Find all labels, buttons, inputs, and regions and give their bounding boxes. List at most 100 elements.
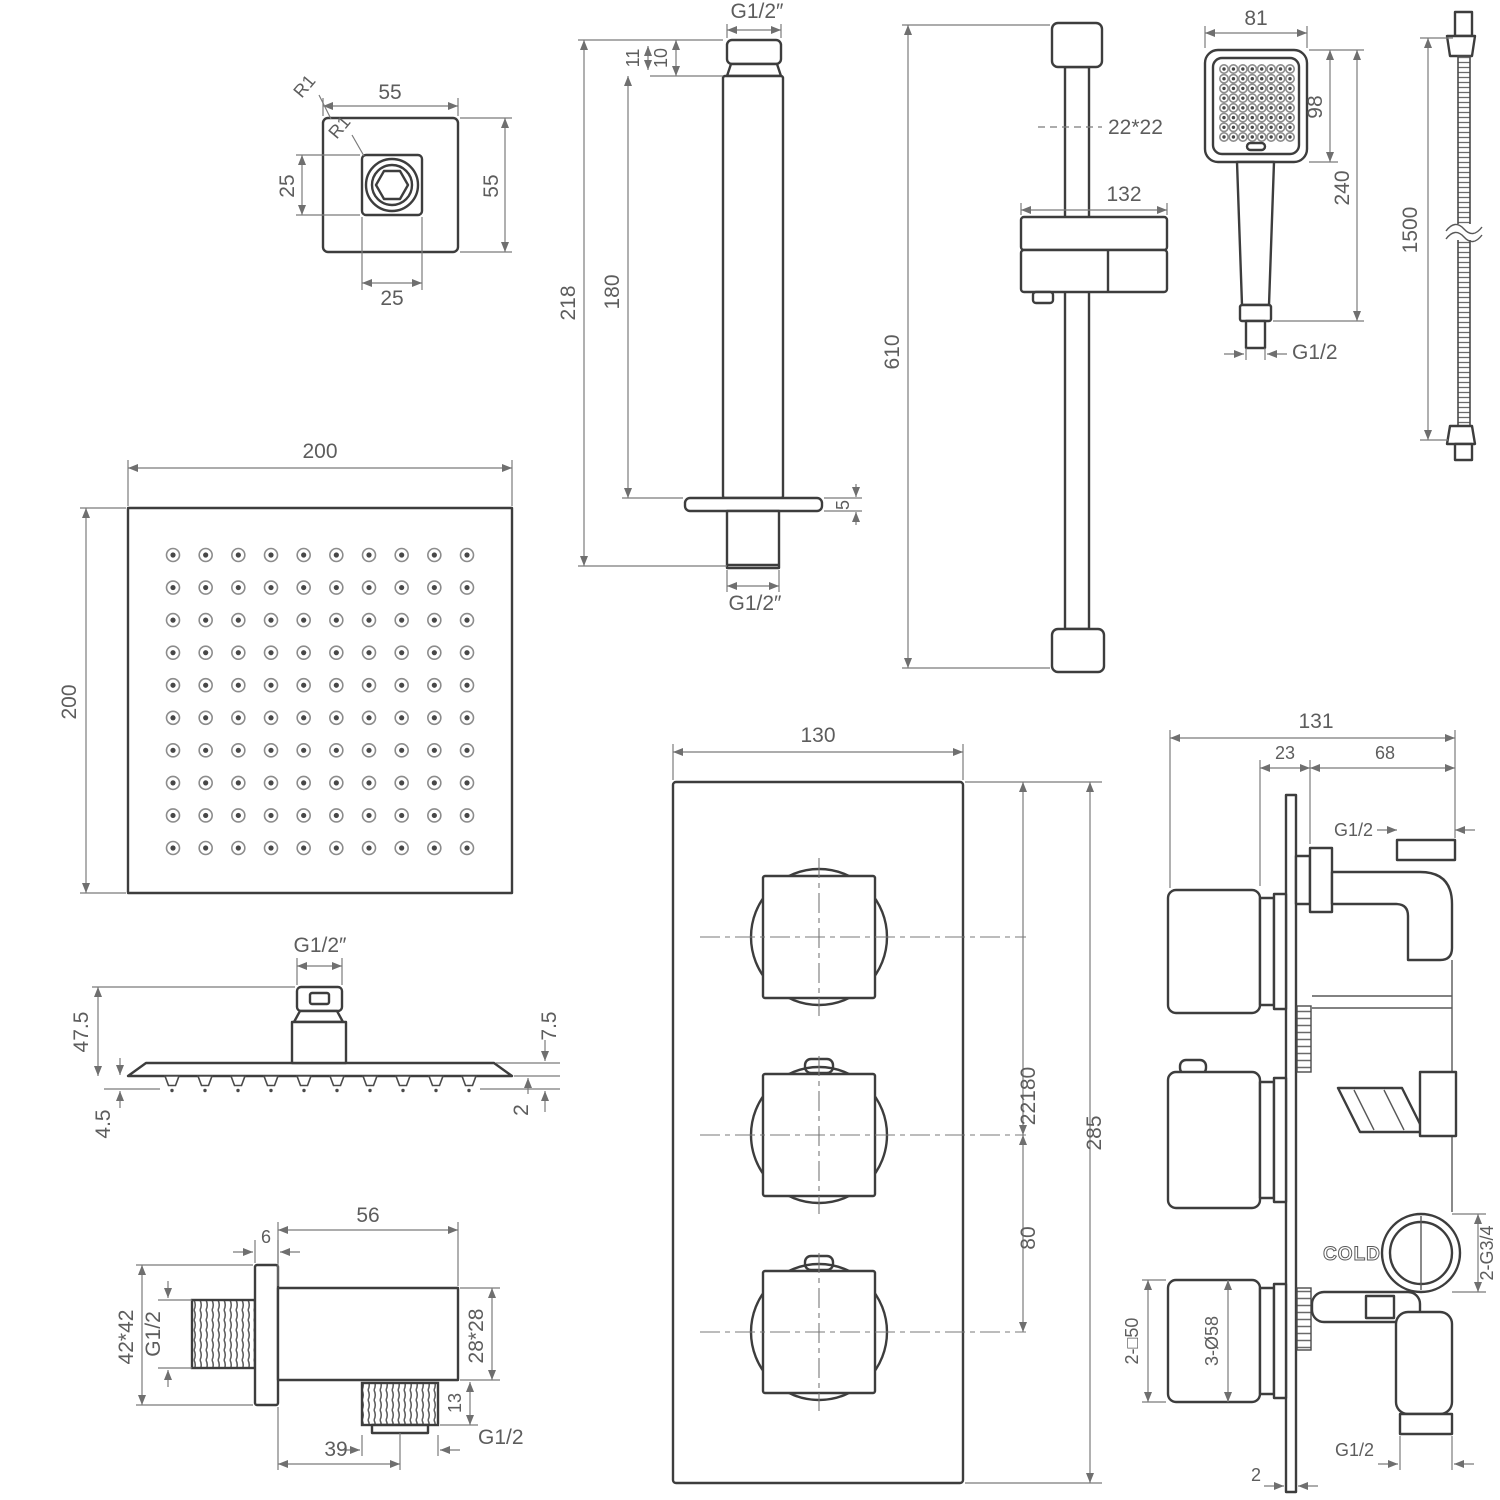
valve-front-knob-top xyxy=(700,858,1026,1016)
valve-side-depth-dim: 131 xyxy=(1298,710,1333,733)
rail-section-label: 22*22 xyxy=(1108,116,1163,139)
slide-rail-view: 610 132 22*22 xyxy=(881,21,1169,674)
arm-body xyxy=(721,74,785,500)
bracket-height-dim: 55 xyxy=(480,174,503,197)
valve-bottom-port-thread-label: G1/2 xyxy=(1335,1440,1374,1460)
arm-body-length-dim: 180 xyxy=(601,274,624,309)
valve-diagonal-port xyxy=(1336,1086,1426,1134)
hand-shower-inlet xyxy=(1244,319,1267,350)
valve-side-ports-label: 2-G3/4 xyxy=(1477,1225,1497,1280)
wall-outlet-elbow-view: 56 6 42*42 G1/2 28*28 13 G1/2 39 xyxy=(115,1204,524,1470)
head-plate-thickness-dim: 2 xyxy=(510,1104,533,1116)
bracket-inner-boss xyxy=(360,153,424,217)
valve-bottom-port xyxy=(1398,1412,1454,1436)
head-width-dim: 200 xyxy=(302,440,337,463)
hose-break-symbol xyxy=(1445,223,1483,235)
head-nozzle-grid xyxy=(165,547,475,856)
head-profile-plate xyxy=(126,1061,514,1078)
valve-top-port xyxy=(1395,838,1457,862)
arm-thread-cap xyxy=(725,38,783,66)
head-connector-height-dim: 47.5 xyxy=(70,1012,93,1053)
hand-shower-spray-grid xyxy=(1219,64,1296,143)
hose-bottom-nipple xyxy=(1453,442,1474,462)
valve-side-knob-top xyxy=(1166,888,1288,1015)
ceiling-arm-view: G1/2″ 10 11 218 180 5 G1/2″ xyxy=(557,0,862,615)
arm-flange xyxy=(683,496,824,513)
valve-front-height-dim: 285 xyxy=(1083,1115,1106,1150)
valve-cold-marking: COLD xyxy=(1323,1244,1381,1265)
head-connector-body xyxy=(290,1020,348,1065)
bracket-collar xyxy=(364,157,420,213)
hand-shower-face xyxy=(1211,56,1301,156)
elbow-inlet-thread-label: G1/2 xyxy=(142,1311,165,1357)
bracket-width-dim: 55 xyxy=(378,81,401,104)
valve-front-upper-span-dim: 22180 xyxy=(1017,1067,1040,1125)
arm-overall-length-dim: 218 xyxy=(557,285,580,320)
elbow-outlet-drop-dim: 13 xyxy=(445,1393,465,1413)
elbow-body-section-dim: 28*28 xyxy=(465,1309,488,1364)
hand-shower-length-dim: 240 xyxy=(1331,170,1354,205)
head-edge-height-dim: 7.5 xyxy=(538,1011,561,1040)
head-thread-label: G1/2″ xyxy=(294,934,348,957)
hand-shower-face-dim: 98 xyxy=(1304,95,1327,118)
rail-bottom-bracket xyxy=(1050,627,1106,674)
elbow-plate-size-dim: 42*42 xyxy=(115,1310,138,1365)
arm-outlet-pipe xyxy=(725,509,781,570)
arm-cap-height-dim: 10 xyxy=(651,48,671,68)
shower-head-plan-view: 200 200 xyxy=(58,440,514,895)
valve-side-plate-offset-dim: 23 xyxy=(1275,743,1295,763)
arm-flange-thickness-dim: 5 xyxy=(833,500,853,510)
valve-side-plate xyxy=(1284,793,1298,1494)
hose-length-dim: 1500 xyxy=(1399,207,1422,254)
arm-thread-top-label: G1/2″ xyxy=(731,0,785,23)
rail-top-bracket xyxy=(1050,21,1104,69)
valve-handle-squares-dim: 2-□50 xyxy=(1122,1318,1142,1365)
valve-side-body: COLD xyxy=(1294,838,1462,1436)
shower-head-profile-view: G1/2″ 47.5 4.5 7.5 2 xyxy=(70,934,561,1139)
valve-front-knob-middle xyxy=(700,1056,1026,1214)
valve-handle-diameters-dim: 3-Ø58 xyxy=(1202,1316,1222,1366)
arm-cap-minor-dim: 11 xyxy=(623,49,643,68)
head-connector-cap xyxy=(295,985,344,1013)
valve-top-elbow xyxy=(1330,870,1454,962)
arm-thread-bottom-label: G1/2″ xyxy=(729,592,783,615)
elbow-wall-plate xyxy=(253,1263,280,1407)
valve-side-body-depth-dim: 68 xyxy=(1375,743,1395,763)
valve-side-view: COLD 131 23 68 G1/2 2-G3/4 2-□50 3-Ø58 G… xyxy=(1122,710,1497,1494)
valve-front-view: 130 22180 80 285 xyxy=(671,724,1106,1485)
rail-bracket-width-dim: 132 xyxy=(1106,183,1141,206)
hand-shower-view: 81 98 240 G1/2 xyxy=(1203,7,1364,364)
valve-side-knob-middle xyxy=(1166,1058,1288,1210)
hose-view: 1500 xyxy=(1399,10,1483,462)
valve-front-knob-bottom xyxy=(700,1253,1026,1411)
rail-length-dim: 610 xyxy=(881,334,904,369)
hand-shower-thread-label: G1/2 xyxy=(1292,341,1338,364)
rail-holder-top xyxy=(1019,215,1169,252)
bracket-inner-width-dim: 25 xyxy=(380,287,403,310)
hand-shower-width-dim: 81 xyxy=(1244,7,1267,30)
elbow-plate-thickness-dim: 6 xyxy=(261,1227,271,1247)
rail-holder-body xyxy=(1019,248,1169,294)
hand-shower-handle xyxy=(1235,160,1276,307)
head-profile-nozzles xyxy=(163,1075,478,1093)
bracket-radius-outer-label: R1 xyxy=(289,71,319,101)
rail-bar xyxy=(1063,65,1091,631)
elbow-body xyxy=(276,1286,460,1382)
hand-shower-nut xyxy=(1238,303,1273,323)
head-nozzle-height-dim: 4.5 xyxy=(92,1109,115,1138)
head-depth-dim: 200 xyxy=(58,684,81,719)
valve-front-knob-spacing-dim: 80 xyxy=(1017,1226,1040,1249)
hex-socket xyxy=(374,169,410,201)
elbow-outlet-thread xyxy=(360,1381,440,1427)
hose-top-nipple xyxy=(1453,10,1474,38)
elbow-outlet-reach-dim: 39 xyxy=(324,1438,347,1461)
valve-side-knob-bottom xyxy=(1166,1278,1288,1404)
elbow-inlet-thread xyxy=(190,1298,257,1370)
valve-front-width-dim: 130 xyxy=(800,724,835,747)
valve-top-port-thread-label: G1/2 xyxy=(1334,820,1373,840)
elbow-body-length-dim: 56 xyxy=(356,1204,379,1227)
valve-plate-edge-dim: 2 xyxy=(1251,1465,1261,1485)
head-plate xyxy=(126,506,514,895)
